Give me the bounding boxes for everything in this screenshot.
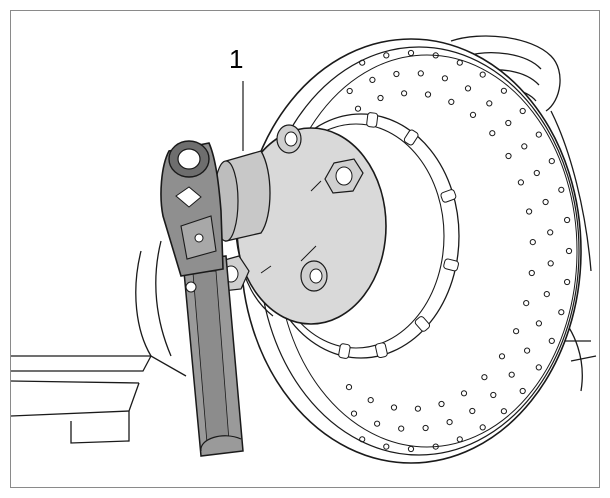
drill-hole (533, 169, 540, 177)
drill-hole (498, 353, 506, 360)
drill-hole (489, 130, 496, 137)
rotor-slot (366, 112, 379, 128)
drill-hole (543, 291, 550, 298)
drill-hole (441, 75, 448, 82)
drill-hole (383, 52, 390, 59)
drill-hole (350, 410, 358, 417)
drill-hole (547, 260, 554, 267)
drill-hole (359, 59, 366, 66)
hub-bolt-top (276, 124, 302, 154)
drill-hole (393, 70, 400, 78)
drill-hole (469, 111, 477, 119)
rotor-slot (338, 343, 351, 359)
drill-hole (500, 408, 507, 415)
drill-hole (481, 374, 488, 381)
drill-hole (529, 239, 536, 246)
drill-hole (374, 420, 381, 427)
drill-hole (407, 445, 415, 453)
drill-hole (367, 397, 374, 404)
center-spindle (213, 150, 271, 242)
drill-hole (513, 328, 520, 335)
drill-hole (505, 119, 512, 127)
drill-hole (565, 247, 573, 255)
drill-hole (519, 107, 526, 115)
drill-hole (377, 94, 384, 102)
drill-hole (547, 229, 554, 236)
callout-1-label: 1 (229, 44, 243, 74)
drill-hole (542, 198, 549, 206)
drill-hole (535, 131, 542, 138)
drill-hole (517, 179, 524, 186)
drill-hole (548, 337, 555, 344)
drill-hole (456, 436, 463, 443)
torque-wrench (160, 140, 244, 457)
support-block (11, 240, 187, 444)
drill-hole (369, 76, 376, 84)
drill-hole (486, 100, 493, 107)
rotor-slot (403, 129, 419, 146)
drill-hole (460, 390, 468, 397)
rotor-slot (375, 342, 388, 359)
drill-hole (359, 436, 366, 443)
drill-hole (508, 371, 515, 378)
drill-hole (523, 300, 530, 307)
drill-hole (414, 405, 421, 412)
drill-holes (345, 49, 573, 453)
drill-hole (479, 71, 486, 78)
drill-hole (401, 90, 408, 97)
drill-hole (432, 52, 439, 59)
brake-disc-illustration: 1 (11, 35, 597, 464)
drill-hole (535, 320, 543, 327)
drill-hole (464, 85, 472, 92)
callout-1: 1 (229, 44, 244, 151)
drill-hole (446, 419, 453, 426)
rotor-slot (414, 316, 431, 332)
drill-hole (564, 278, 571, 286)
drill-hole (424, 91, 432, 98)
hub-bolt-bottom-right (300, 260, 328, 292)
drill-hole (346, 87, 353, 95)
drill-hole (390, 404, 398, 411)
drill-hole (490, 391, 497, 399)
hub-bolt-right (324, 158, 364, 194)
drill-hole (548, 158, 555, 165)
drill-hole (469, 407, 476, 415)
drill-hole (438, 400, 445, 408)
drill-hole (558, 309, 565, 316)
drill-hole (398, 425, 405, 432)
rotor-slot (440, 189, 457, 203)
hub-adapter-tool (213, 124, 387, 325)
drill-hole (505, 152, 512, 160)
drill-hole (417, 70, 424, 77)
drill-hole (535, 364, 542, 371)
rotor-mounting-slots (338, 112, 459, 359)
drill-hole (479, 424, 486, 431)
drill-hole (422, 424, 429, 432)
drill-hole (500, 87, 507, 94)
drill-hole (521, 143, 528, 150)
drill-hole (524, 347, 531, 354)
drill-hole (407, 49, 415, 57)
drill-hole (519, 387, 526, 395)
drill-hole (456, 59, 463, 66)
drill-hole (558, 186, 565, 193)
drill-hole (354, 105, 362, 112)
drill-hole (526, 208, 533, 215)
drill-hole (448, 98, 455, 106)
drill-hole (564, 216, 571, 224)
rotor-slot (443, 258, 459, 272)
drill-hole (345, 384, 353, 391)
drill-hole (383, 443, 390, 450)
drill-hole (528, 269, 535, 277)
illustration-frame: 1 (10, 10, 600, 488)
drill-hole (432, 443, 439, 450)
